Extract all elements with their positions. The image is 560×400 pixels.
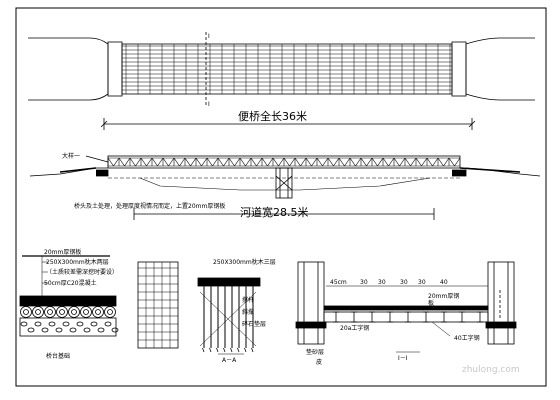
skin-label: 皮 [316,358,322,366]
plan-view: I I 便桥全长36米 [28,32,535,130]
gravel-label: 碎石垫层 [242,320,266,328]
sheet-border [15,7,547,387]
piles [199,286,257,353]
road-right [465,37,535,101]
river-width-label: 河道宽28.5米 [240,205,309,219]
concrete-layer [19,317,117,337]
abutment-left-plan [107,41,123,97]
abutment-caption: 桥台基础 [46,352,70,360]
section-mark-bottom: I [208,101,210,108]
steel-plate-label: 20mm厚钢板 [44,248,81,256]
left-column [297,261,325,345]
dim-1: 45cm [330,279,347,286]
brace-label: 撑杆 [242,296,254,304]
beam-label-2: 40工字钢 [454,334,480,342]
note-leader [85,155,109,163]
abutment-right-elev [452,169,467,177]
deck-stringers [122,45,452,91]
dim-2: 30 [360,279,368,286]
i-beams [333,311,483,323]
pile-plan [137,261,179,349]
road-left [28,37,109,101]
cross-section: 45cm 30 30 30 30 40 20mm厚钢 板 20a工字钢 40工字… [295,261,517,366]
plate-label: 20mm厚钢 [428,292,459,300]
deck-plan [121,43,453,95]
bridge-length-label: 便桥全长36米 [238,109,307,123]
truss-diagonals [107,157,461,167]
pile-grid [138,262,178,348]
deck-beam [323,311,489,323]
deck-plate [323,305,489,311]
concrete-label: 50cm厚C20混凝土 [44,279,97,287]
dim-3: 30 [378,279,386,286]
pile-cap [197,277,261,287]
dim-6: 40 [440,279,448,286]
elevation-view: 大样一 桥头及土处理，处理厚度视情况而定，上置20mm厚钢板 河道宽28.5米 [29,152,541,220]
pile-section-caption: A－A [222,357,237,364]
gravel-pattern [20,321,119,333]
steel-plate-layer [19,295,117,307]
plate-label-2: 板 [428,299,434,307]
bottom-treatment-note: 桥头及土处理，处理厚度视情况而定，上置20mm厚钢板 [74,202,225,210]
deck-crossbeams [125,44,451,94]
section-caption: I－I [398,355,408,362]
abutment-left-elev [96,169,109,177]
right-bearing [485,321,517,329]
middle-pier [275,167,293,199]
gravel-label: 垫砂层 [306,348,324,356]
strut-label: 斜撑 [242,308,254,316]
watermark: zhulong.com [462,365,520,375]
ground-left [29,167,108,177]
soil-note: （土质较差需深挖时要设） [46,268,118,276]
timber-label: 250X300mm枕木两层 [46,258,109,266]
abutment-detail: 20mm厚钢板 250X300mm枕木两层 （土质较差需深挖时要设） 50cm厚… [19,248,119,360]
section-mark-top: I [208,33,210,40]
right-column [487,261,515,345]
abutment-right-plan [451,41,467,97]
river-bed [139,177,431,191]
beam-label: 20a工字钢 [340,324,369,332]
timber-logs [20,306,116,318]
left-bearing [295,321,327,329]
pile-elevation: 250X300mm枕木三层 撑杆 斜撑 碎石垫层 A－A [197,258,276,364]
dim-5: 30 [418,279,426,286]
pile-plan-outline [137,261,179,349]
pile-timber-label: 250X300mm枕木三层 [213,258,276,266]
abutment-note: 大样一 [62,152,80,160]
dim-4: 30 [400,279,408,286]
